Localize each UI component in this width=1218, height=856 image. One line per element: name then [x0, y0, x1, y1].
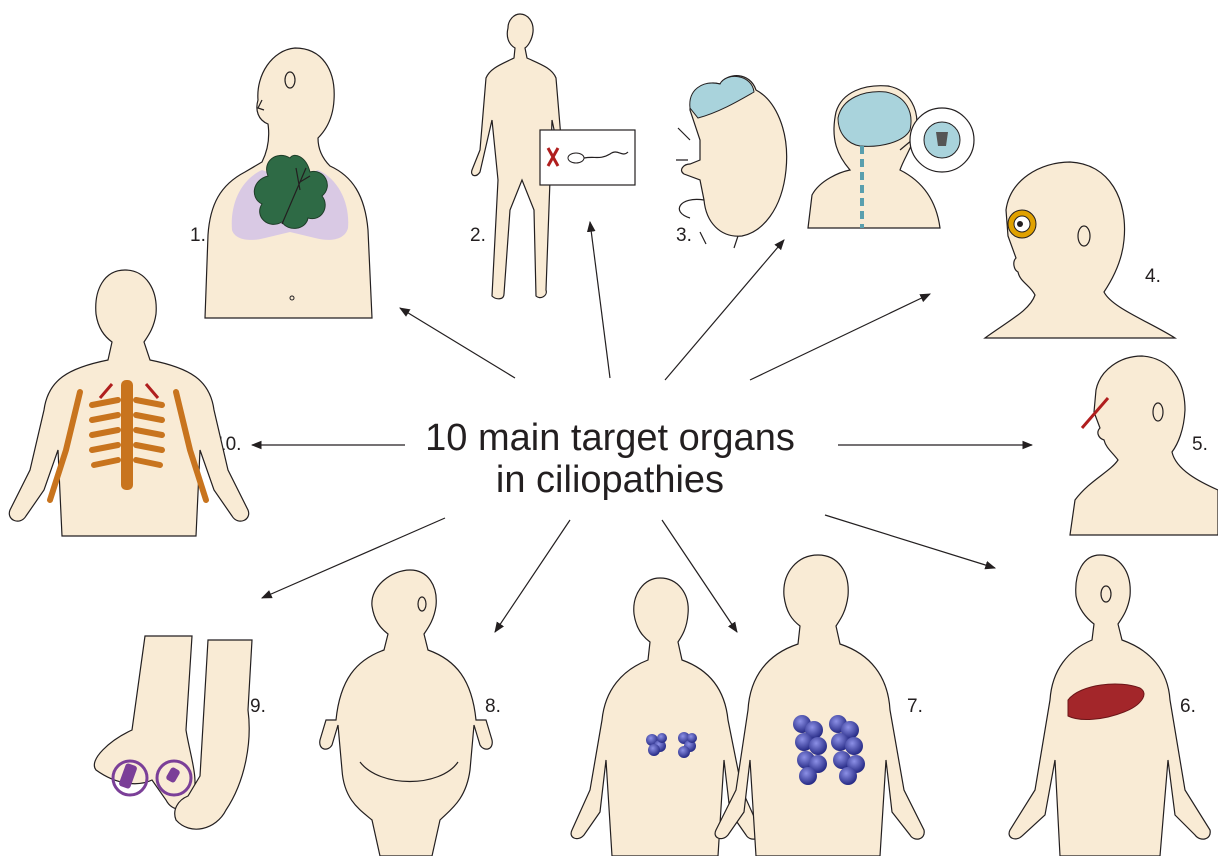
title-line-2: in ciliopathies [496, 459, 724, 501]
figure-brain-mouse [676, 76, 974, 248]
label-9: 9. [250, 696, 266, 717]
arrow-1 [400, 308, 515, 378]
arrow-3 [665, 240, 784, 380]
arrow-2 [590, 222, 610, 378]
figure-eye [985, 162, 1175, 338]
label-4: 4. [1145, 266, 1161, 287]
arrow-4 [750, 294, 930, 380]
label-8: 8. [485, 696, 501, 717]
figure-lungs-heart [205, 48, 372, 318]
label-5: 5. [1192, 434, 1208, 455]
label-1: 1. [190, 225, 206, 246]
figure-polydactyly [94, 636, 252, 829]
label-3: 3. [676, 225, 692, 246]
figure-obesity [320, 570, 493, 856]
title-line-1: 10 main target organs [425, 417, 795, 459]
arrow-6 [825, 515, 995, 568]
label-2: 2. [470, 225, 486, 246]
figure-male-sperm [472, 14, 635, 299]
spine-bone [121, 380, 133, 490]
label-7: 7. [907, 696, 923, 717]
figure-kidneys [571, 555, 924, 856]
label-6: 6. [1180, 696, 1196, 717]
arrow-8 [495, 520, 570, 632]
